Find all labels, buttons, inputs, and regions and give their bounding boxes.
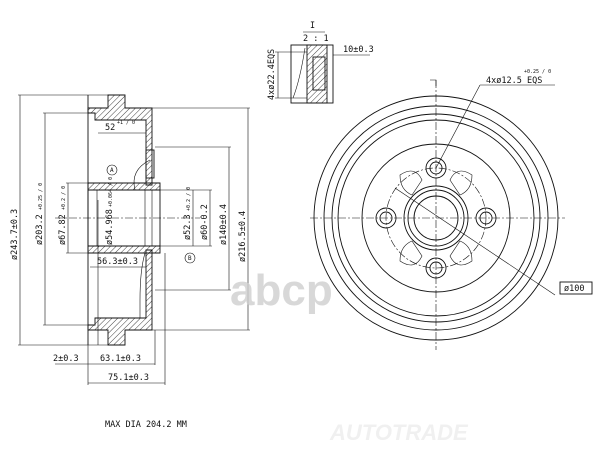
dim-outer-dia: ø243.7±0.3 [10,209,20,260]
detail-scale: 2 : 1 [303,34,329,44]
dim-pilot-dia: ø60-0.2 [200,204,210,240]
dim-flange-dia: ø216.5±0.4 [238,211,248,262]
dim-bolt-holes-tol: +0.25 / 0 [524,69,551,75]
marker-a: A [110,167,114,174]
dim-pcd: ø100 [564,284,584,294]
dim-inner-dia-tol: +0.25 / 0 [38,183,44,210]
front-view: 4xø12.5 +0.25 / 0 EQS ø100 [310,69,593,350]
hub-top [87,182,161,191]
dim-inner-dia: ø203.2 [35,214,45,245]
detail-title: I [310,21,315,31]
detail-view: I 2 : 1 10±0.3 4xø22.4EQS [267,21,374,104]
dim-hub-tol: +0.2 / 0 [186,187,192,211]
dim-depth: 52 [105,123,115,133]
marker-b: B [188,255,192,262]
watermark-abcp: abcp [230,266,333,315]
dim-bore-tol: +0.2 / 0 [61,186,67,210]
dim-bore-dia: ø67.82 [58,214,68,245]
dim-bearing-tol: +0.064 / 0 [108,177,114,207]
note-max-dia: MAX DIA 204.2 MM [105,420,187,430]
dim-depth-tol: +1 / 0 [117,120,135,126]
dim-hub-dia: ø52.3 [183,214,193,240]
dim-bolt-circle: ø140±0.4 [219,204,229,245]
watermark-autotrade: AUTOTRADE [329,420,469,445]
dim-bearing-dia: ø54.968 [105,209,115,245]
section-view: ø243.7±0.3 ø203.2 ø67.82 ø54.968 ø52.3 ø… [10,94,250,430]
dim-counterbore: 4xø22.4EQS [267,49,277,100]
dim-bolt-holes-eqs: EQS [527,76,542,86]
dim-thickness: 10±0.3 [343,45,374,55]
dim-height-total: 75.1±0.3 [108,373,149,383]
dim-bolt-holes: 4xø12.5 [486,76,522,86]
dim-height-inner: 63.1±0.3 [100,354,141,364]
dim-offset: 2±0.3 [53,354,79,364]
drum-wall-top [87,94,153,186]
dim-flange-width: 56.3±0.3 [97,257,138,267]
hub-bottom [87,245,161,254]
